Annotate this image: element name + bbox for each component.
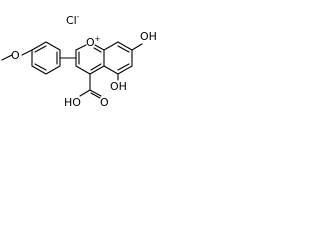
atom-labels: Cl- O O+ OH OH O HO <box>11 13 157 109</box>
bond-c8a-o1-double <box>93 47 102 53</box>
methoxy-o-label: O <box>11 49 20 62</box>
bond-c4-c4a-double <box>90 63 102 71</box>
ring-o-label: O+ <box>86 35 101 49</box>
bond-c8a-c8 <box>103 41 119 51</box>
chemical-structure-diagram: Cl- O O+ OH OH O HO <box>1 13 157 109</box>
bond-c3-c4 <box>75 65 91 75</box>
methoxyphenyl-group <box>1 41 77 75</box>
bond-c8-c7-double <box>117 45 130 53</box>
chromenylium-core <box>75 41 143 99</box>
bond-cooh-double-o-2 <box>90 92 101 99</box>
bond-cooh-double-o <box>89 89 102 97</box>
bond-c6-c5-double <box>117 63 130 71</box>
bond-c8-c7 <box>117 41 133 51</box>
chloride-label: Cl- <box>66 13 80 27</box>
phenyl-double-bond-1 <box>34 45 47 53</box>
bond-cooh-oh <box>79 89 91 97</box>
bond-o1-c2 <box>75 44 87 51</box>
phenyl-double-bond-3 <box>34 63 47 71</box>
bond-c5-c4a <box>103 65 119 75</box>
bond-methyl-o <box>1 54 13 61</box>
oh-bottom-label: OH <box>110 80 127 93</box>
cooh-oh-label: HO <box>64 96 81 109</box>
bond-c6-c5 <box>117 65 133 75</box>
bond-c4-c4a <box>89 65 105 75</box>
cooh-o-label: O <box>100 96 109 109</box>
oh-top-label: OH <box>140 30 157 43</box>
bond-o-phenyl <box>21 49 33 56</box>
bond-c8a-o1 <box>94 44 105 51</box>
phenyl-ring <box>31 41 61 75</box>
bond-c7-oh <box>131 43 143 51</box>
